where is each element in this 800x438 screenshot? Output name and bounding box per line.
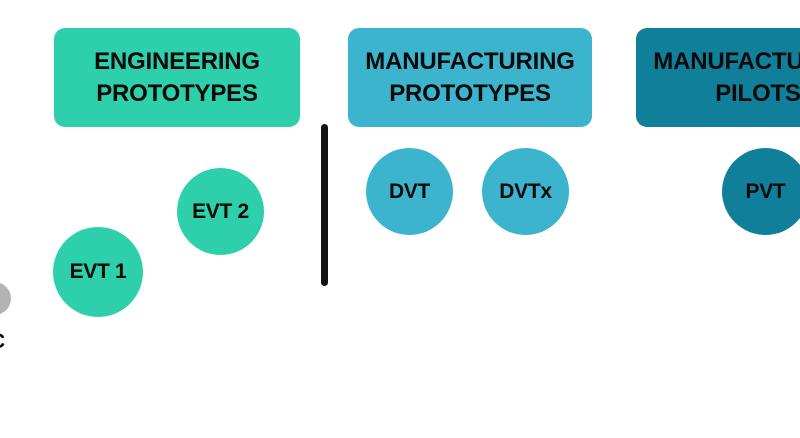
phase-label-manufacturing-pilots: MANUFACTURINGPILOTS — [653, 48, 800, 107]
edge-clipped-text: C — [0, 330, 5, 354]
milestone-label-dvt: DVT — [388, 179, 431, 203]
milestone-circle-dvtx[interactable]: DVTx — [482, 148, 569, 235]
milestone-circle-evt2[interactable]: EVT 2 — [177, 168, 264, 255]
phase-box-manufacturing-pilots[interactable]: MANUFACTURINGPILOTS — [636, 28, 800, 127]
milestone-label-evt1: EVT 1 — [69, 260, 127, 283]
milestone-label-evt2: EVT 2 — [192, 199, 249, 223]
milestone-label-pvt: PVT — [745, 179, 786, 203]
milestone-label-dvtx: DVTx — [499, 179, 552, 203]
phase-divider — [321, 124, 328, 286]
milestone-circle-pvt[interactable]: PVT — [722, 148, 800, 235]
edge-clipped-gray-dot — [0, 282, 11, 315]
milestone-circle-evt1[interactable]: EVT 1 — [53, 227, 143, 317]
milestone-circle-dvt[interactable]: DVT — [366, 148, 453, 235]
